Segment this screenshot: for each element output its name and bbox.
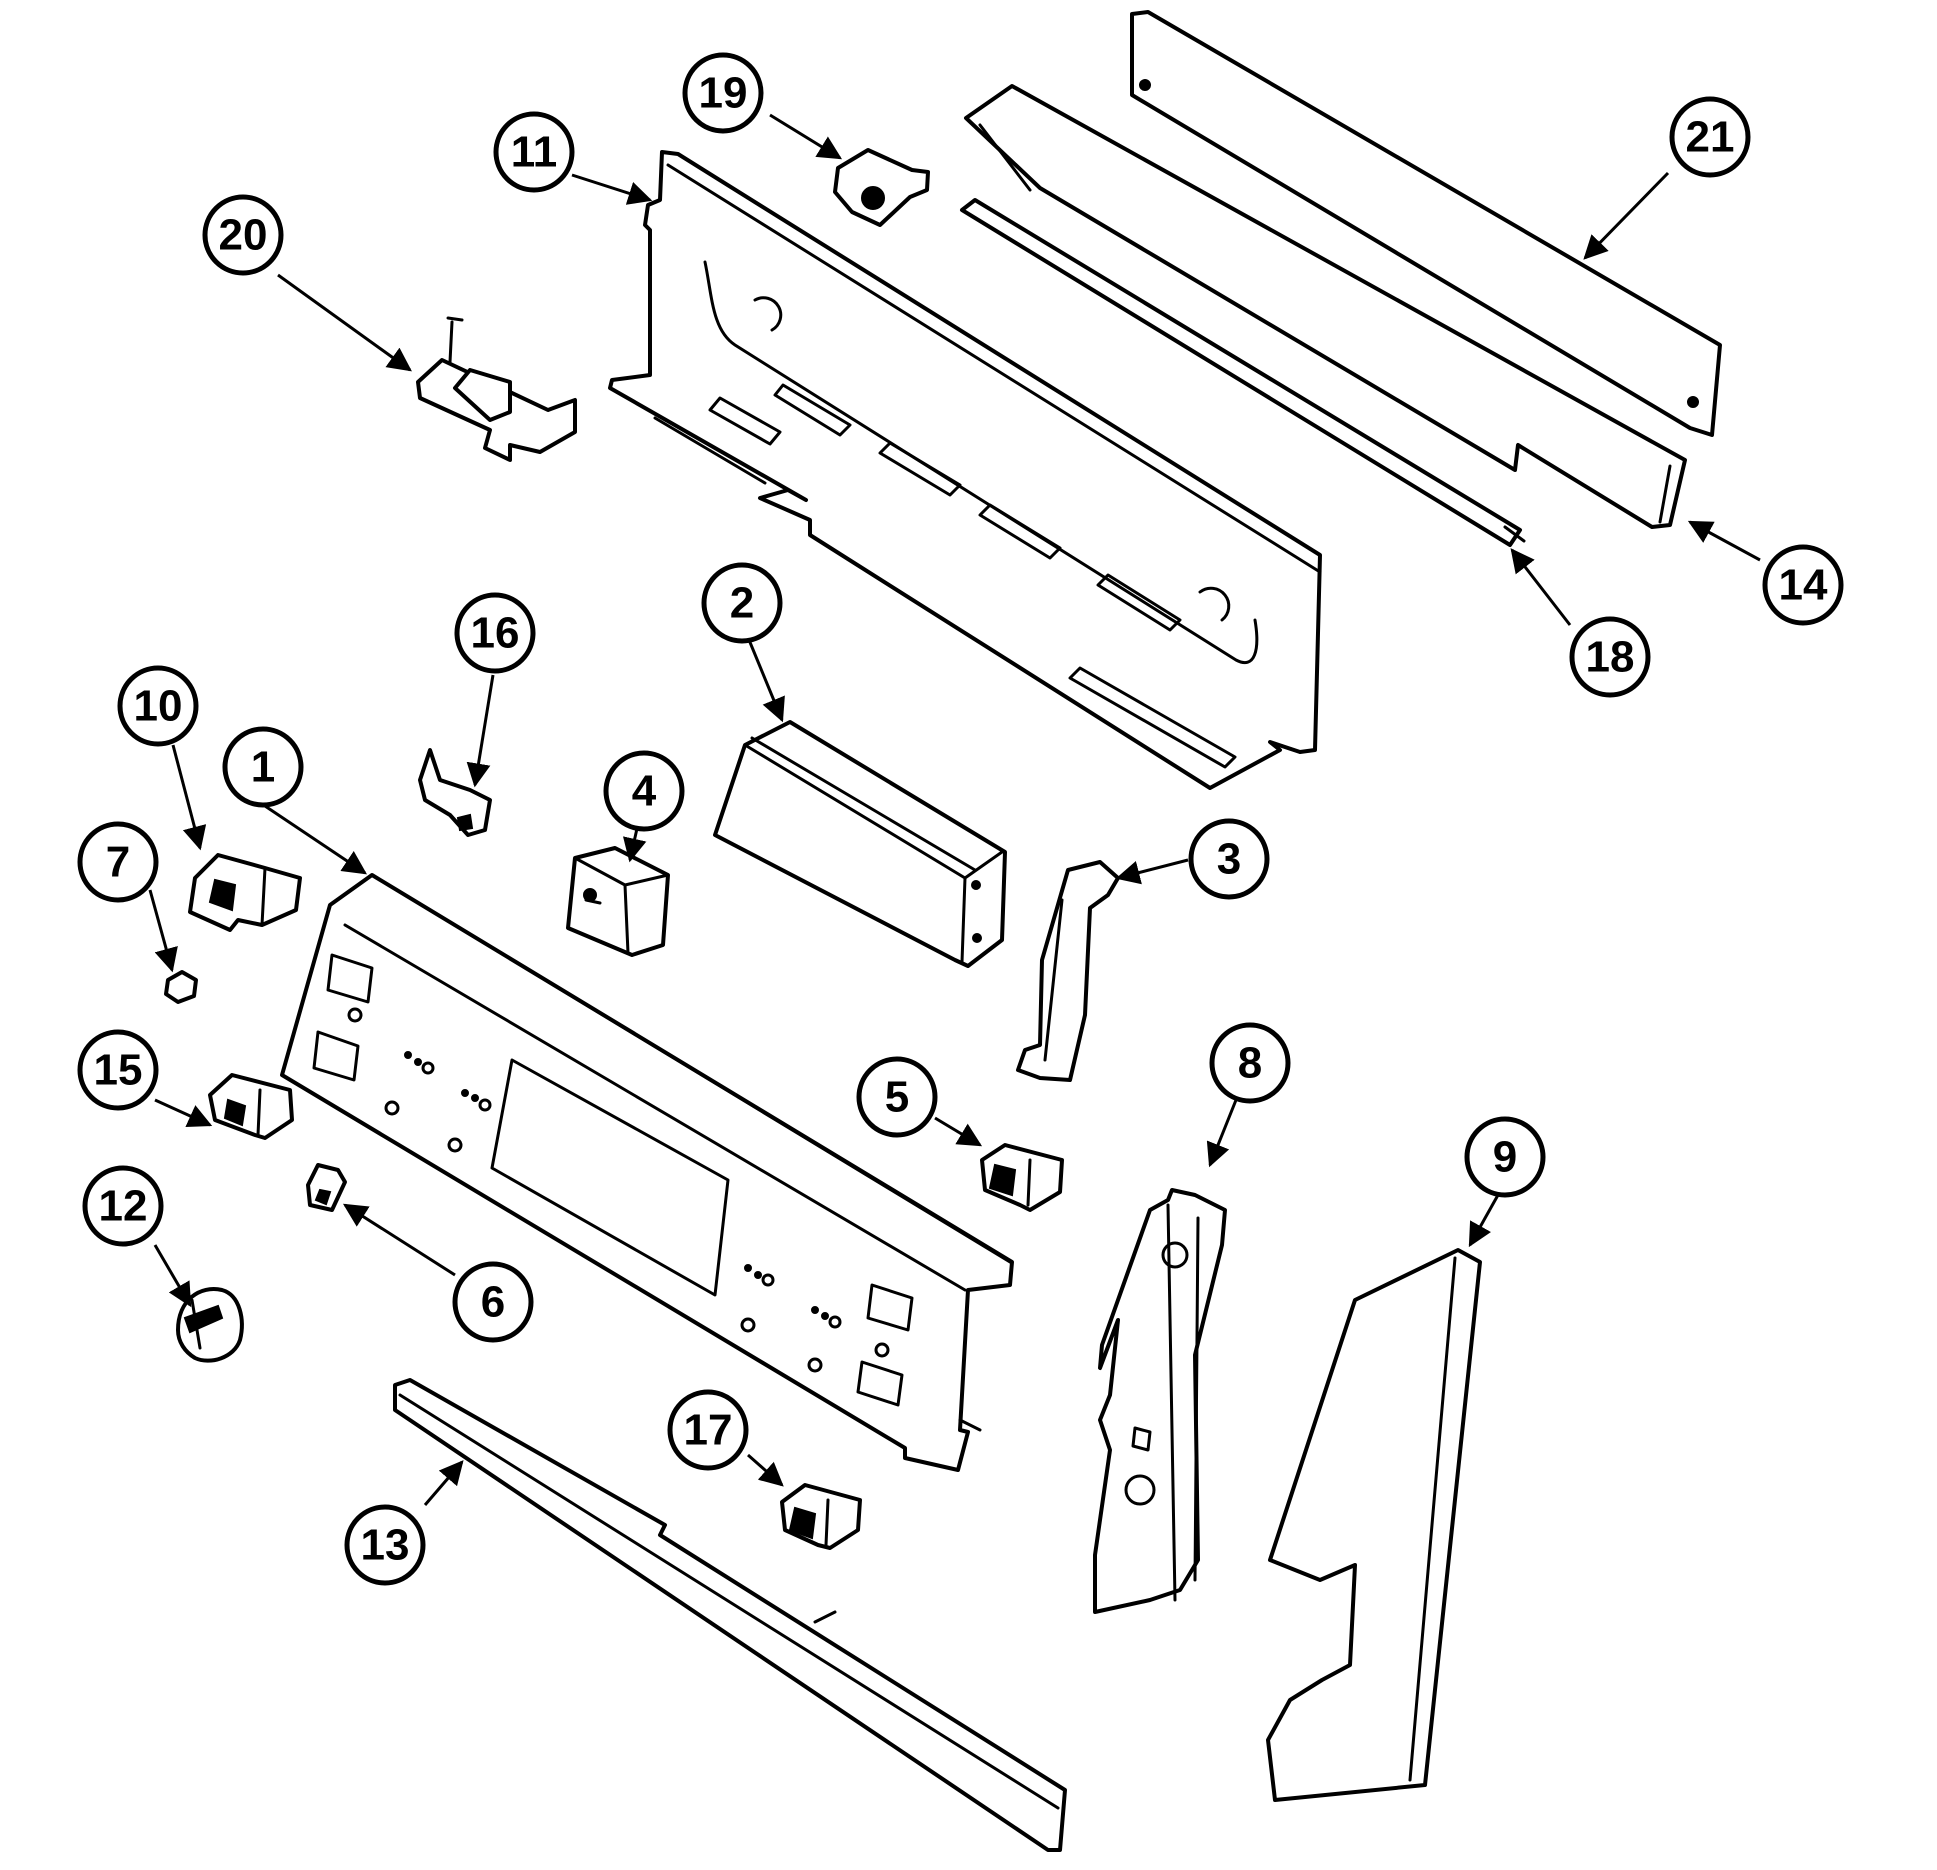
callout-7-label: 7 [106, 838, 130, 887]
callout-14-label: 14 [1779, 561, 1828, 610]
callout-16: 16 [454, 592, 536, 674]
part-12-knob [176, 1287, 244, 1363]
part-15-switch [208, 1073, 294, 1140]
callout-4-label: 4 [632, 767, 657, 816]
part-11-back-panel [608, 150, 1322, 790]
callout-19-label: 19 [699, 69, 748, 118]
callout-7: 7 [77, 821, 159, 903]
callout-6: 6 [452, 1261, 534, 1343]
callout-10: 10 [117, 665, 199, 747]
callout-10-label: 10 [134, 682, 183, 731]
part-21-trim-strip [1130, 10, 1722, 437]
callout-12: 12 [82, 1165, 164, 1247]
part-10-switch [188, 853, 302, 932]
callout-17: 17 [667, 1389, 749, 1471]
callout-5: 5 [856, 1056, 938, 1138]
leader-lines [148, 113, 1761, 1506]
callout-13-label: 13 [361, 1521, 410, 1570]
part-8-side-bracket [1093, 1188, 1227, 1614]
callout-19: 19 [682, 52, 764, 134]
callout-6-label: 6 [481, 1278, 505, 1327]
callout-16-label: 16 [471, 609, 520, 658]
callout-14: 14 [1762, 544, 1844, 626]
callout-9: 9 [1464, 1116, 1546, 1198]
part-18-tube [960, 198, 1526, 547]
part-9-side-panel [1266, 1248, 1482, 1802]
callout-1-label: 1 [251, 743, 275, 792]
part-5-switch [980, 1143, 1064, 1212]
callout-20: 20 [202, 194, 284, 276]
callout-4: 4 [603, 750, 685, 832]
part-19-lamp-holder [833, 148, 930, 227]
part-3-bracket [1016, 860, 1120, 1082]
callout-5-label: 5 [885, 1073, 909, 1122]
part-20-ballast [416, 316, 577, 462]
part-17-switch [780, 1483, 862, 1550]
callout-18-label: 18 [1586, 633, 1635, 682]
part-7-indicator [164, 970, 198, 1004]
callout-15: 15 [77, 1029, 159, 1111]
callout-9-label: 9 [1493, 1133, 1517, 1182]
callout-15-label: 15 [94, 1046, 143, 1095]
part-13-lower-trim [393, 1378, 1067, 1852]
callout-21-label: 21 [1686, 113, 1735, 162]
callout-11-label: 11 [511, 128, 558, 177]
part-1-control-panel [280, 873, 1014, 1472]
callout-17-label: 17 [684, 1406, 733, 1455]
callout-2: 2 [701, 562, 783, 644]
callout-8: 8 [1209, 1022, 1291, 1104]
callout-18: 18 [1569, 616, 1651, 698]
callout-21: 21 [1669, 96, 1751, 178]
callout-3: 3 [1188, 818, 1270, 900]
callout-20-label: 20 [219, 211, 268, 260]
callout-12-label: 12 [99, 1182, 148, 1231]
callout-2-label: 2 [730, 579, 754, 628]
callout-13: 13 [344, 1504, 426, 1586]
callout-1: 1 [222, 726, 304, 808]
part-14-channel [964, 84, 1687, 529]
part-16-clip [418, 748, 492, 837]
part-6-clip [306, 1163, 347, 1212]
callout-8-label: 8 [1238, 1039, 1262, 1088]
callout-3-label: 3 [1217, 835, 1241, 884]
callout-11: 11 [493, 111, 575, 193]
part-2-control-module [713, 720, 1007, 968]
part-4-timer [566, 846, 670, 957]
